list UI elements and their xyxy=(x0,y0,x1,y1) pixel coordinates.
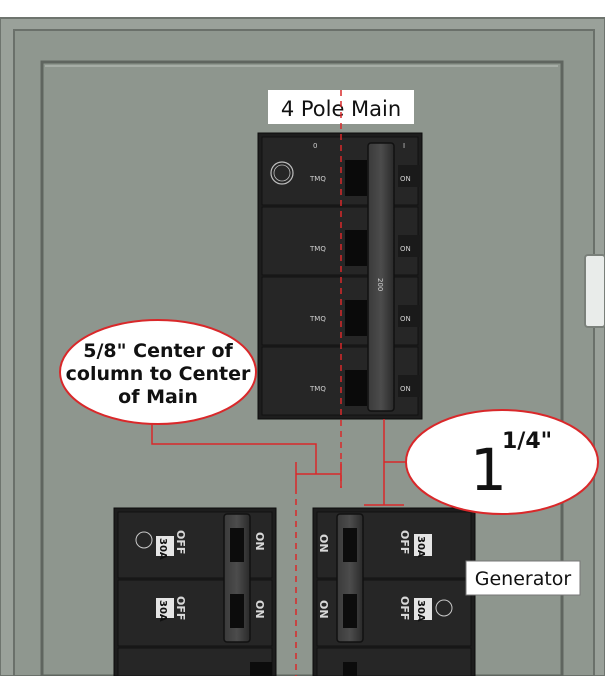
main-rating: 200 xyxy=(376,278,384,291)
branch-breaker-left-column[interactable] xyxy=(113,507,277,676)
left-breaker-1-labels: 30A OFF ON xyxy=(135,530,266,560)
svg-text:OFF: OFF xyxy=(174,596,187,620)
note-line-3: of Main xyxy=(118,386,198,408)
right-breaker-2-labels: 30A OFF ON xyxy=(317,596,453,622)
svg-text:OFF: OFF xyxy=(398,596,411,620)
svg-text:30A: 30A xyxy=(415,536,426,558)
svg-text:ON: ON xyxy=(253,600,266,619)
note-line-2: column to Center xyxy=(66,363,251,385)
top-mark-left: 0 xyxy=(313,142,317,150)
dimension-whole: 1 xyxy=(470,436,507,504)
generator-label: Generator xyxy=(465,560,581,596)
pole-tag-1: TMQ xyxy=(309,175,326,183)
pole-tag-3: TMQ xyxy=(309,315,326,323)
svg-text:OFF: OFF xyxy=(398,530,411,554)
svg-text:ON: ON xyxy=(317,534,330,553)
branch-breaker-right-column[interactable] xyxy=(312,507,476,676)
pole-tag-2: TMQ xyxy=(309,245,326,253)
svg-text:OFF: OFF xyxy=(174,530,187,554)
main-breaker[interactable]: TMQ TMQ TMQ TMQ ON ON ON ON 0 I 200 xyxy=(257,132,423,420)
svg-text:ON: ON xyxy=(253,532,266,551)
right-breaker-1-labels: 30A OFF ON xyxy=(317,530,432,558)
svg-text:30A: 30A xyxy=(157,538,168,560)
ge-logo-icon xyxy=(270,161,294,185)
dimension-fraction: 1/4" xyxy=(502,429,552,454)
svg-text:30A: 30A xyxy=(415,600,426,622)
note-line-1: 5/8" Center of xyxy=(83,340,233,362)
main-breaker-handle[interactable] xyxy=(367,142,395,412)
on-tag-2: ON xyxy=(400,245,411,253)
top-mark-right: I xyxy=(403,142,405,150)
door-latch[interactable] xyxy=(584,254,605,328)
on-tag-4: ON xyxy=(400,385,411,393)
left-breaker-2-labels: 30A OFF ON xyxy=(156,596,266,622)
dimension-guides xyxy=(151,419,412,676)
svg-text:30A: 30A xyxy=(157,600,168,622)
on-tag-1: ON xyxy=(400,175,411,183)
on-tag-3: ON xyxy=(400,315,411,323)
svg-text:ON: ON xyxy=(317,600,330,619)
dimension-callout: 1 1/4" xyxy=(405,409,599,515)
svg-text:Generator: Generator xyxy=(475,568,572,590)
center-note-callout: 5/8" Center of column to Center of Main xyxy=(59,319,257,425)
pole-tag-4: TMQ xyxy=(309,385,326,393)
